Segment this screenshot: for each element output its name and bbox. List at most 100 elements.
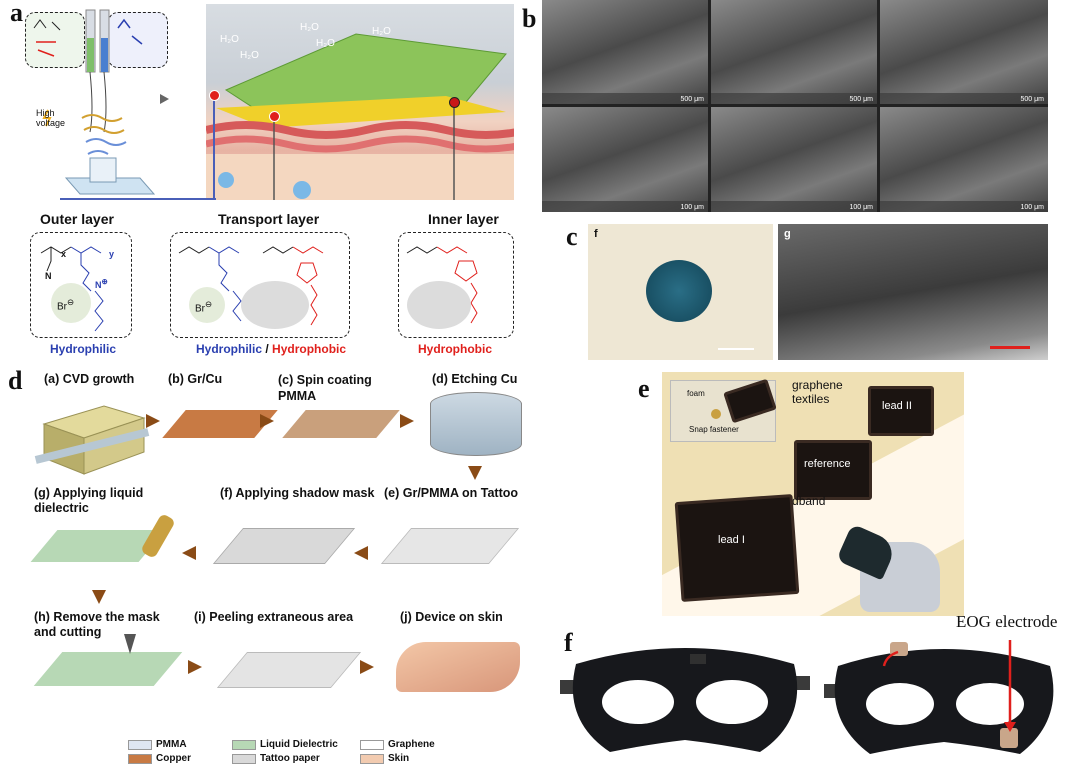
snap-fastener-label: Snap fastener [689,425,739,434]
panel-label-d: d [8,366,23,395]
outer-layer-property: Hydrophilic [50,342,117,356]
headband-photo: foam Snap fastener graphene textiles lea… [662,372,964,616]
step-label-a: (a) CVD growth [44,372,135,386]
skin-membrane-illustration: H₂O H₂O H₂O H₂O H₂O [206,4,514,200]
polymer-a-box [25,12,85,68]
chem-br: Br⊖ [57,297,74,313]
arrow-d-e [468,466,482,480]
legend-swatch-tattoo [232,754,256,764]
skin-device [396,642,520,692]
step-label-c: (c) Spin coating PMMA [278,373,372,403]
tattoo-sheet [380,528,520,564]
transport-layer-structure: Br⊖ [170,232,350,338]
h2o-label-3: H₂O [300,22,319,33]
legend-label-pmma: PMMA [156,739,187,750]
sem-image-6: 100 μm [880,107,1048,212]
step-label-b: (b) Gr/Cu [168,372,223,386]
outer-layer-leader [60,198,216,200]
inset-pad [723,378,777,424]
sem-grid: 500 μm 500 μm 500 μm 100 μm 100 μm 100 μ… [542,0,1048,212]
chem-n-plus: N⊕ [95,277,108,290]
sleep-mask-front [560,648,810,752]
legend-swatch-dielectric [232,740,256,750]
transport-layer-title: Transport layer [218,211,320,227]
inner-layer-title: Inner layer [428,211,499,227]
reference-pad [794,440,872,500]
textile-sem-photo: g [778,224,1048,360]
snap-fastener-icon [711,409,721,419]
legend-label-graphene: Graphene [388,739,435,750]
legend-label-skin: Skin [388,753,410,764]
dyed-textile-photo: f [588,224,773,360]
legend-label-copper: Copper [156,753,191,764]
arrow-b-c [260,414,274,428]
panel-label-c: c [566,222,578,251]
step-label-e: (e) Gr/PMMA on Tattoo [384,486,519,500]
dye-spot [646,260,712,322]
step-label-h: (h) Remove the mask and cutting [34,610,160,639]
sub-label-f: f [594,228,598,240]
arrow-h-i [188,660,202,674]
sub-label-g: g [784,228,791,240]
reference-label: reference [804,458,851,470]
legend-label-dielectric: Liquid Dielectric [260,739,338,750]
shadow-mask-sheet [212,528,356,564]
lead-i-label: lead I [718,534,745,546]
arrow-g-h [92,590,106,604]
h2o-label-5: H₂O [372,26,391,37]
transport-layer-marker [269,111,280,122]
sem-image-4: 100 μm [542,107,708,212]
panel-label-b: b [522,4,537,33]
outer-layer-structure: x y N Br⊖ N⊕ [30,232,132,338]
cutting-sheet [33,652,183,686]
cvd-furnace-illustration [34,405,150,475]
h2o-label-2: H₂O [240,50,259,61]
h2o-label-1: H₂O [220,34,239,45]
chem-n: N [45,271,52,281]
chem-x: x [61,249,67,259]
legend-swatch-skin [360,754,384,764]
sleep-mask-with-electrodes [824,640,1054,754]
step-label-g: (g) Applying liquid dielectric [34,486,144,515]
inner-layer-property: Hydrophobic [418,342,492,356]
peeled-sheet [216,652,362,688]
scale-bar-red [990,346,1030,349]
lead-ii-pad [868,386,934,436]
panel-label-a: a [10,0,23,27]
lead-ii-label: lead II [882,400,912,412]
eog-electrode-label: EOG electrode [956,612,1058,631]
chem-y: y [109,249,115,259]
step-label-j: (j) Device on skin [400,610,503,624]
legend-swatch-pmma [128,740,152,750]
panel-label-f: f [564,628,573,657]
etching-beaker [430,392,522,456]
process-arrow-icon [160,94,169,104]
scale-bar [718,348,754,350]
pmma-copper-sheet [282,410,400,438]
arrow-f-g [182,546,196,560]
step-label-i: (i) Peeling extraneous area [194,610,354,624]
arrow-e-f [354,546,368,560]
h2o-label-4: H₂O [316,38,335,49]
graphene-textiles-label: graphene textiles [792,378,843,406]
sem-image-5: 100 μm [711,107,877,212]
inner-layer-structure [398,232,514,338]
spinnerets-illustration [33,9,156,195]
foam-label: foam [687,389,705,398]
arrow-c-d [400,414,414,428]
inner-layer-marker [449,97,460,108]
sem-image-2: 500 μm [711,0,877,104]
arrow-i-j [360,660,374,674]
arrow-a-b [146,414,160,428]
transport-layer-property: Hydrophilic / Hydrophobic [196,342,347,356]
outer-layer-title: Outer layer [40,211,114,227]
sem-image-3: 500 μm [880,0,1048,104]
fabrication-legend: PMMA Copper Liquid Dielectric Tattoo pap… [120,736,460,766]
legend-swatch-copper [128,754,152,764]
step-label-f: (f) Applying shadow mask [220,486,375,500]
electrospinning-setup: High voltage [22,8,172,198]
sem-image-1: 500 μm [542,0,708,104]
legend-swatch-graphene [360,740,384,750]
legend-label-tattoo: Tattoo paper [260,753,320,764]
inset-photo: foam Snap fastener [670,378,777,442]
